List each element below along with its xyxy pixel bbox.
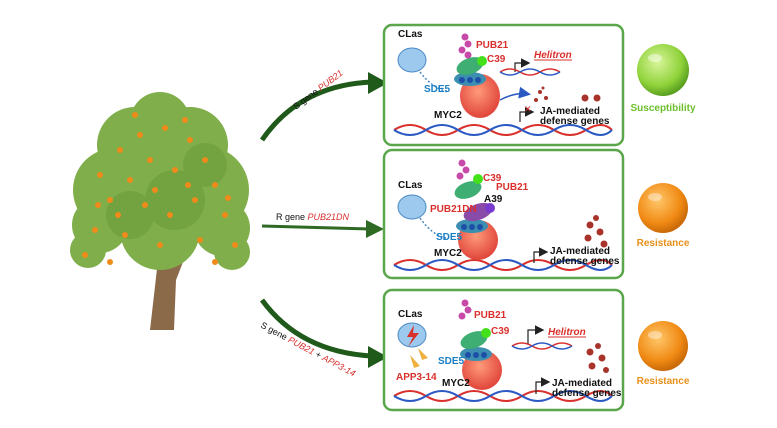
myc2-label: MYC2: [434, 110, 462, 121]
ja-line2: defense genes: [552, 388, 622, 399]
ja-molecules: [586, 343, 609, 373]
clas-label: CLas: [398, 309, 423, 320]
arrow-middle: R gene PUB21DN: [261, 212, 384, 238]
arrow-middle-gene: PUB21DN: [308, 212, 350, 222]
orange-fruit-icon: [638, 321, 688, 371]
ja-line2: defense genes: [550, 256, 620, 267]
ubiquitin-chain: [458, 33, 472, 59]
arrow-top-prefix: S gene: [291, 85, 322, 112]
sde5-protein: [460, 347, 492, 361]
outcome-3: Resistance: [637, 321, 690, 387]
svg-text:S gene PUB21 + APP3-14: S gene PUB21 + APP3-14: [259, 320, 357, 379]
ja-line2: defense genes: [540, 116, 610, 127]
pub21-label: PUB21: [476, 40, 509, 51]
a39-site: [485, 203, 495, 213]
clas-label: CLas: [398, 29, 423, 40]
ja-line1: JA-mediated: [540, 106, 600, 117]
myc2-label: MYC2: [442, 378, 470, 389]
helitron-label: Helitron: [534, 50, 572, 61]
arrow-middle-prefix: R gene: [276, 212, 308, 222]
panel-1: CLas MYC2 SDE5 PUB21 C39 Helitron: [382, 23, 625, 147]
green-fruit-icon: [637, 44, 689, 96]
ja-molecules: [534, 86, 601, 102]
panel-3: CLas APP3-14 MYC2 SDE5 PUB21 C39 Helitro…: [382, 288, 625, 412]
myc2-label: MYC2: [434, 248, 462, 259]
tree-oranges: [82, 112, 238, 265]
citrus-tree: [70, 92, 250, 330]
dna-strand: [393, 124, 613, 136]
dna-strand: [393, 390, 613, 402]
outcome-1: Susceptibility: [630, 44, 696, 114]
panel-2: CLas MYC2 SDE5 PUB21DN A39 C39 PUB21 JA-…: [382, 148, 625, 280]
outcome-3-label: Resistance: [637, 376, 690, 387]
outcome-2-label: Resistance: [637, 238, 690, 249]
sde5-protein: [456, 219, 488, 233]
sde5-label: SDE5: [436, 232, 463, 243]
ja-line1: JA-mediated: [552, 378, 612, 389]
clas-label: CLas: [398, 180, 423, 191]
outcome-1-label: Susceptibility: [630, 103, 695, 114]
app-label: APP3-14: [396, 372, 437, 383]
ubiquitin-chain: [456, 159, 470, 180]
tree-canopy-shade: [106, 143, 227, 239]
helitron-dna: [511, 342, 573, 350]
ja-molecules: [584, 215, 608, 248]
pub21-label: PUB21: [496, 182, 529, 193]
sde5-label: SDE5: [424, 84, 451, 95]
app3-14-peptide: [410, 348, 428, 368]
orange-fruit-icon: [638, 183, 688, 233]
c39-site: [481, 328, 491, 338]
c39-site: [473, 174, 483, 184]
block-mark: ✕: [524, 104, 532, 114]
a39-label: A39: [484, 194, 503, 205]
dna-strand: [393, 259, 613, 271]
arrow-bottom: S gene PUB21 + APP3-14: [259, 298, 388, 379]
ja-line1: JA-mediated: [550, 246, 610, 257]
outcome-2: Resistance: [637, 183, 690, 249]
clas-bacterium: [397, 47, 427, 73]
c39-label: C39: [483, 173, 502, 184]
pub21-label: PUB21: [474, 310, 507, 321]
ubiquitin-chain: [458, 299, 472, 320]
clas-bacterium: [397, 194, 427, 220]
pub21dn-label: PUB21DN: [430, 204, 477, 215]
sde5-label: SDE5: [438, 356, 465, 367]
pub21-protein: [454, 181, 482, 199]
helitron-dna: [499, 68, 561, 76]
arrow-bottom-plus: +: [312, 348, 326, 362]
pub21-protein: [460, 331, 488, 349]
c39-label: C39: [491, 326, 510, 337]
c39-label: C39: [487, 54, 506, 65]
svg-text:R gene PUB21DN: R gene PUB21DN: [276, 212, 350, 222]
helitron-label: Helitron: [548, 327, 586, 338]
arrow-top: S gene PUB21: [259, 68, 388, 142]
pub21-protein: [456, 57, 484, 75]
sde5-protein: [454, 72, 486, 86]
c39-site: [477, 56, 487, 66]
lightning-icon: [407, 325, 419, 347]
